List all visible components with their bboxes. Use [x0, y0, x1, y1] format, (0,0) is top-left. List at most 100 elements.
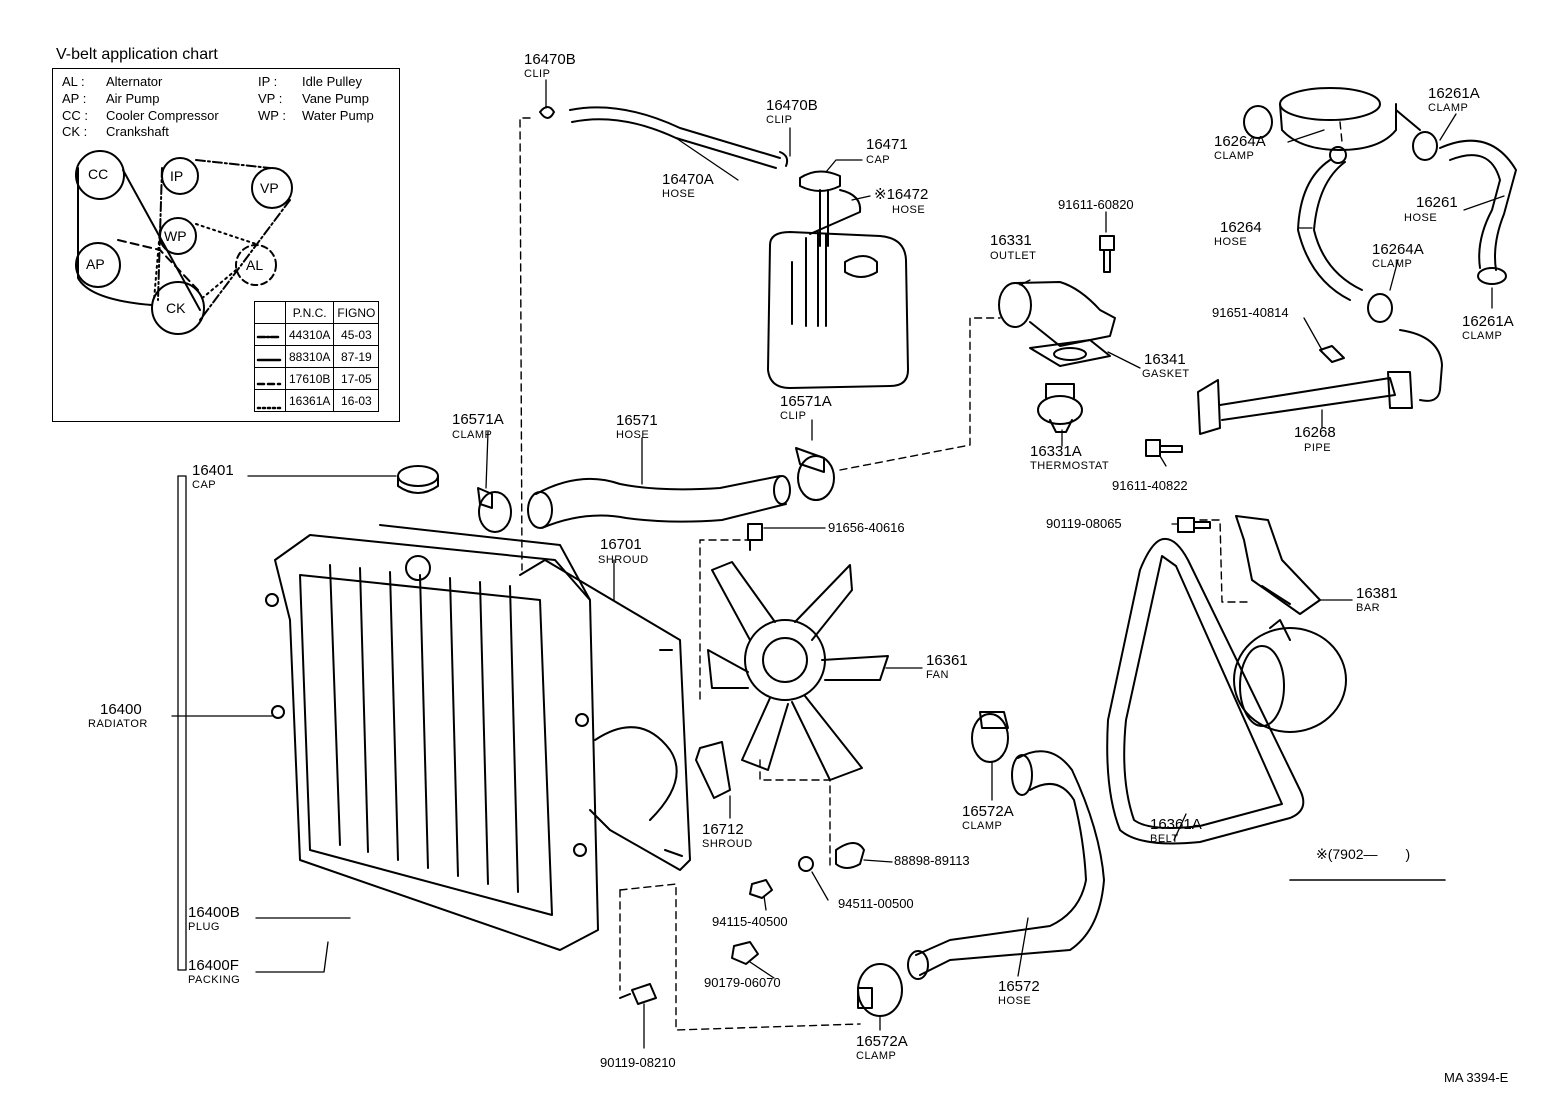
part-name: RADIATOR: [88, 718, 148, 730]
date-note: ※(7902— ): [1316, 846, 1411, 862]
hose-16264: [1297, 146, 1393, 323]
part-name: CAP: [192, 479, 217, 491]
legend-title: V-belt application chart: [56, 46, 218, 63]
part-number: 16381: [1356, 585, 1398, 602]
abbr-code: CK :: [62, 124, 88, 139]
fasteners: [619, 235, 1345, 1005]
bolt-91651-40814: [1319, 345, 1345, 363]
part-name: CLIP: [524, 68, 551, 80]
part-number: 16571A: [780, 393, 832, 410]
table-header-pnc: P.N.C.: [284, 301, 335, 324]
legend-box: [52, 68, 400, 422]
table-header-row: P.N.C. FIGNO: [254, 301, 380, 324]
part-number: 16361: [926, 652, 968, 669]
part-number: 16471: [866, 136, 908, 153]
part-name: HOSE: [892, 204, 926, 216]
table-row: 44310A 45-03: [254, 323, 380, 346]
part-name: CLAMP: [1428, 102, 1469, 114]
part-number: 16712: [702, 821, 744, 838]
part-name: HOSE: [998, 995, 1032, 1007]
part-number: 16261A: [1428, 85, 1480, 102]
part-name: CLAMP: [452, 429, 493, 441]
part-number: 16268: [1294, 424, 1336, 441]
part-name: CLIP: [780, 410, 807, 422]
abbr-code: AL :: [62, 74, 85, 89]
abbr-name: Water Pump: [302, 108, 374, 123]
nut-94115: [749, 879, 773, 899]
fan-16361: [707, 561, 889, 781]
bolt-90119-08065: [1177, 517, 1211, 533]
thermostat-16331a: [1037, 383, 1083, 433]
bolt-91656: [747, 523, 763, 551]
pulley-label-al: AL: [246, 257, 264, 273]
part-name: SHROUD: [702, 838, 753, 850]
part-number: 16470B: [766, 97, 818, 114]
part-name: GASKET: [1142, 368, 1190, 380]
part-number: 16261A: [1462, 313, 1514, 330]
part-name: CLAMP: [856, 1050, 897, 1062]
abbr-code: IP :: [258, 74, 278, 89]
belt-16361a: [153, 223, 257, 301]
part-name: BELT: [1150, 833, 1179, 845]
part-name: SHROUD: [598, 554, 649, 566]
part-number: 16264A: [1372, 241, 1424, 258]
part-name: HOSE: [1214, 236, 1248, 248]
clamp-16572a-lower: [857, 963, 903, 1017]
radiator-cap-16401: [397, 465, 439, 494]
part-number: 16264: [1220, 219, 1262, 236]
part-number: 16701: [600, 536, 642, 553]
part-name: PIPE: [1304, 442, 1332, 454]
part-number: 88898-89113: [894, 853, 970, 868]
table-row: 17610B 17-05: [254, 367, 380, 390]
bracket-88898: [835, 842, 865, 869]
pulley-label-wp: WP: [164, 228, 187, 244]
abbr-name: Cooler Compressor: [106, 108, 219, 123]
part-name: PLUG: [188, 921, 220, 933]
reservoir-tank: [767, 170, 909, 389]
table-cell-fig: 87-19: [333, 345, 380, 368]
part-number: 16572: [998, 978, 1040, 995]
part-number: 94511-00500: [838, 896, 914, 911]
part-number: 16331A: [1030, 443, 1082, 460]
part-number: 16341: [1144, 351, 1186, 368]
part-name: OUTLET: [990, 250, 1037, 262]
part-name: CAP: [866, 154, 891, 166]
part-number: 16470A: [662, 171, 714, 188]
belt-17610b: [117, 239, 199, 291]
pulley-label-ip: IP: [170, 168, 184, 184]
table-cell-fig: 16-03: [333, 389, 380, 412]
part-number: 16470B: [524, 51, 576, 68]
part-name: CLAMP: [1214, 150, 1255, 162]
part-number: 16572A: [856, 1033, 908, 1050]
part-number: 91611-40822: [1112, 478, 1188, 493]
part-number: 16400: [100, 701, 142, 718]
part-name: HOSE: [616, 429, 650, 441]
part-number: 91656-40616: [828, 520, 905, 535]
gasket-16341: [1029, 339, 1111, 367]
air-valve: [1243, 87, 1421, 151]
part-name: HOSE: [1404, 212, 1438, 224]
dashed-leaders: [519, 117, 1343, 1031]
part-number: 90119-08065: [1046, 516, 1122, 531]
part-name: CLAMP: [962, 820, 1003, 832]
line-style-swatch: [254, 389, 286, 412]
table-row: 88310A 87-19: [254, 345, 380, 368]
bolt-90119-08210: [619, 983, 657, 1005]
pulley-vp: [251, 167, 293, 209]
table-cell: [254, 301, 286, 324]
table-cell-pnc: 44310A: [284, 323, 335, 346]
part-number: 16401: [192, 462, 234, 479]
bolt-91611-40822: [1145, 439, 1183, 457]
upper-hose-16571: [527, 475, 791, 529]
part-number: 16571: [616, 412, 658, 429]
shroud-16701: [519, 559, 691, 871]
line-style-swatch: [254, 323, 286, 346]
part-number: 16331: [990, 232, 1032, 249]
nut-90179: [731, 941, 759, 965]
part-name: FAN: [926, 669, 949, 681]
fan-belt-16361a: [1106, 538, 1347, 845]
belt-routing-diagram: [75, 150, 293, 335]
drawing-code: MA 3394-E: [1444, 1070, 1509, 1085]
part-number: 16400F: [188, 957, 239, 974]
